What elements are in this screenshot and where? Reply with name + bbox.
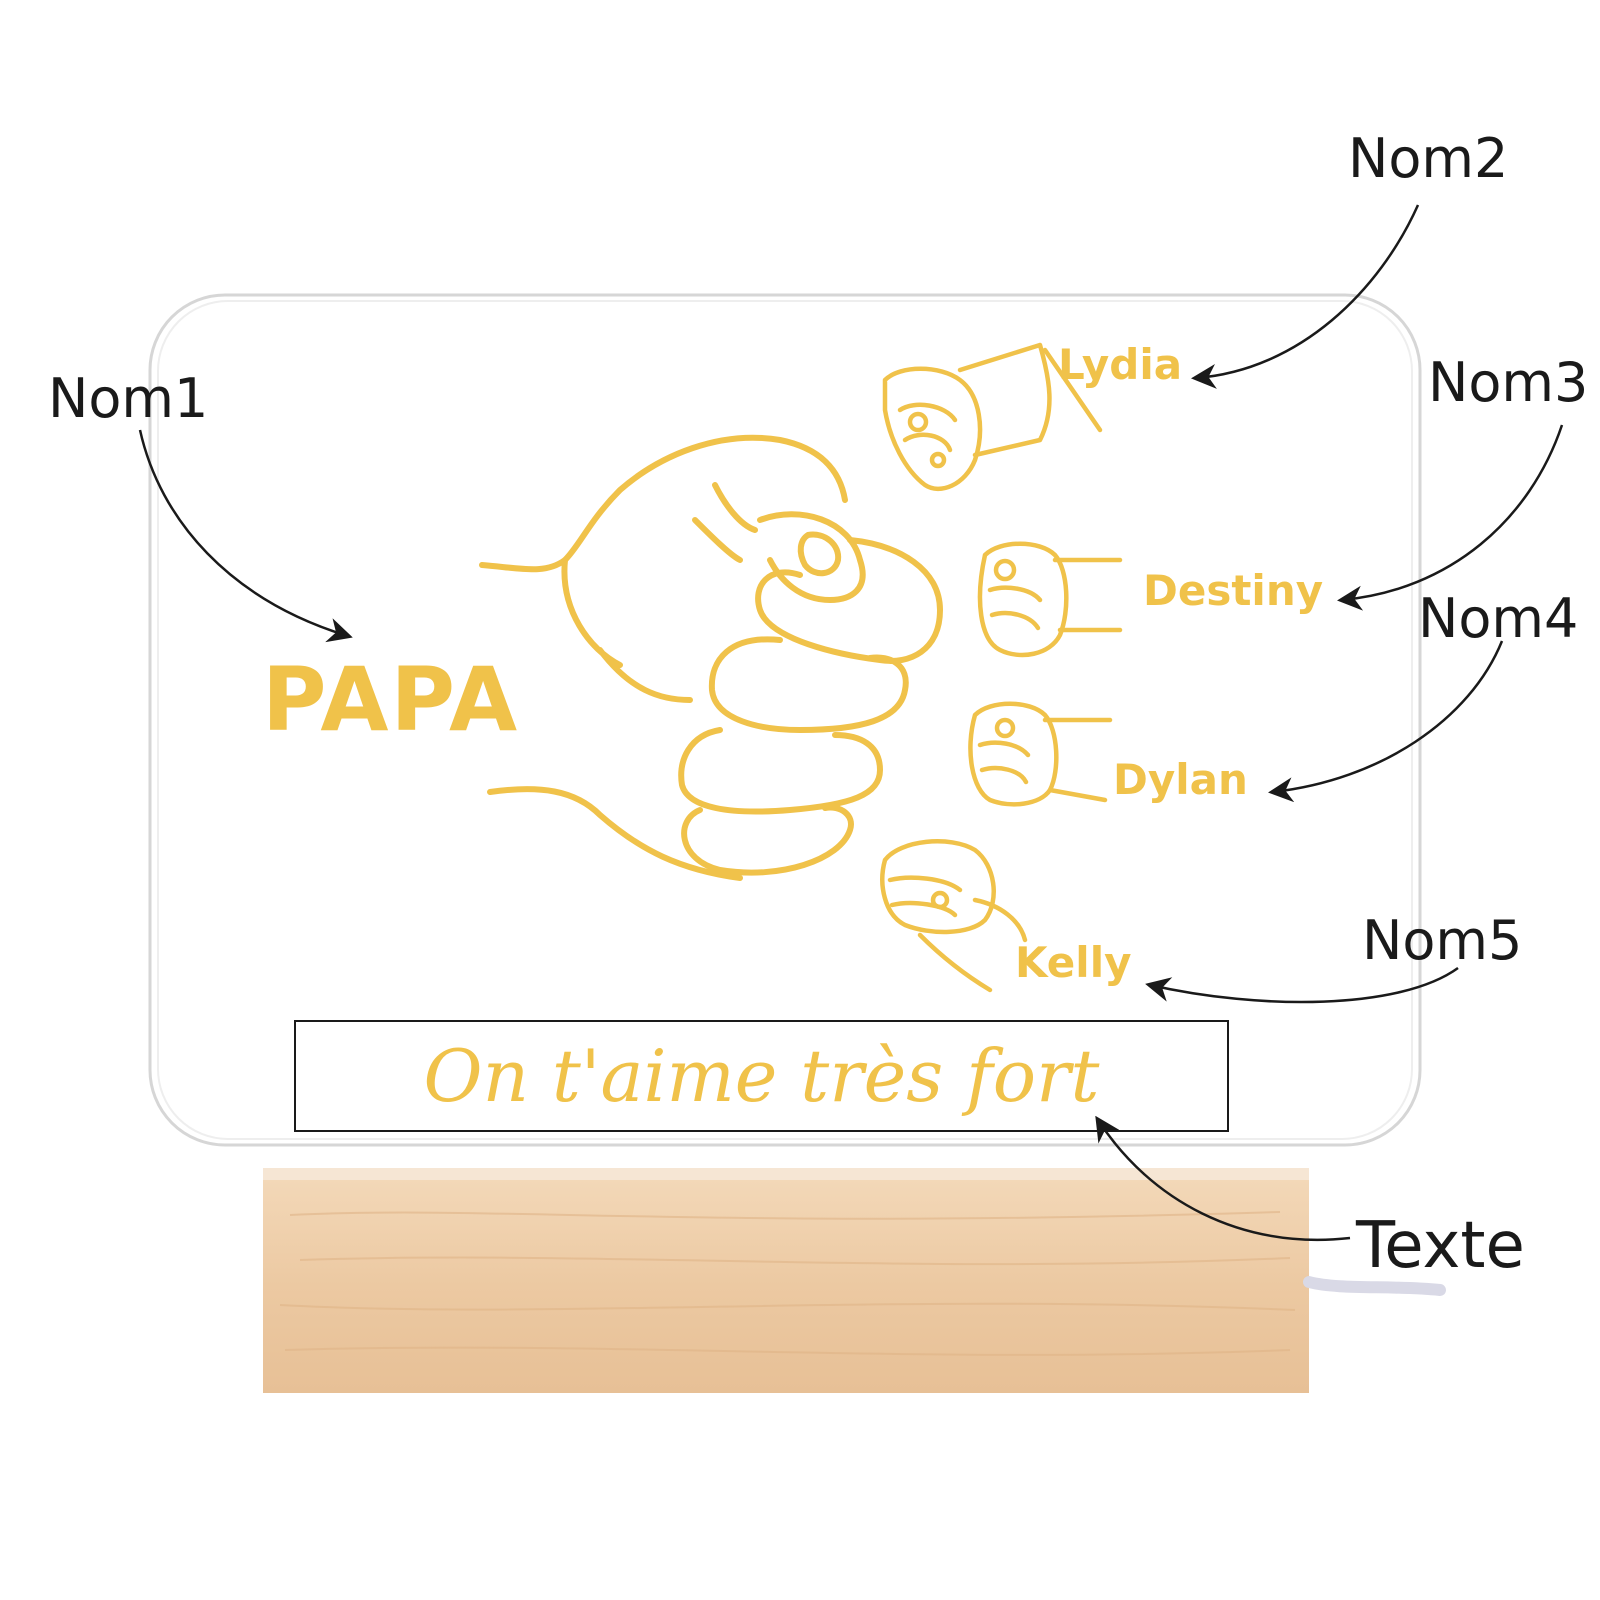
wooden-base — [263, 1168, 1309, 1393]
acrylic-plate — [148, 293, 1422, 1147]
dad-name: PAPA — [262, 648, 520, 751]
message-text: On t'aime très fort — [423, 1034, 1100, 1118]
callout-nom3: Nom3 — [1428, 351, 1589, 414]
dad-fist-drawing — [479, 434, 943, 881]
message-frame: On t'aime très fort — [294, 1020, 1229, 1132]
kid-fist-drawing-4 — [880, 839, 1028, 993]
callout-nom1: Nom1 — [48, 367, 209, 430]
kid-fist-drawing-3 — [968, 701, 1113, 807]
callout-nom2: Nom2 — [1348, 127, 1509, 190]
callout-nom4: Nom4 — [1418, 587, 1579, 650]
arrow-texte — [1095, 1115, 1351, 1241]
child-name-4: Kelly — [1015, 938, 1132, 987]
arrow-nom5 — [1145, 966, 1459, 1004]
child-name-3: Dylan — [1113, 755, 1248, 804]
arrow-nom3 — [1337, 424, 1564, 611]
kid-fist-drawing-1 — [882, 342, 1103, 492]
callout-nom5: Nom5 — [1362, 909, 1523, 972]
arrow-nom4 — [1268, 640, 1504, 803]
kid-fist-drawing-2 — [977, 541, 1123, 658]
callout-texte: Texte — [1356, 1209, 1525, 1283]
arrow-nom1 — [138, 429, 353, 643]
callout-arrows — [138, 204, 1564, 1241]
child-name-1: Lydia — [1058, 340, 1183, 389]
usb-cable — [1303, 1276, 1446, 1296]
child-name-2: Destiny — [1143, 566, 1324, 615]
arrow-nom2 — [1191, 204, 1420, 389]
